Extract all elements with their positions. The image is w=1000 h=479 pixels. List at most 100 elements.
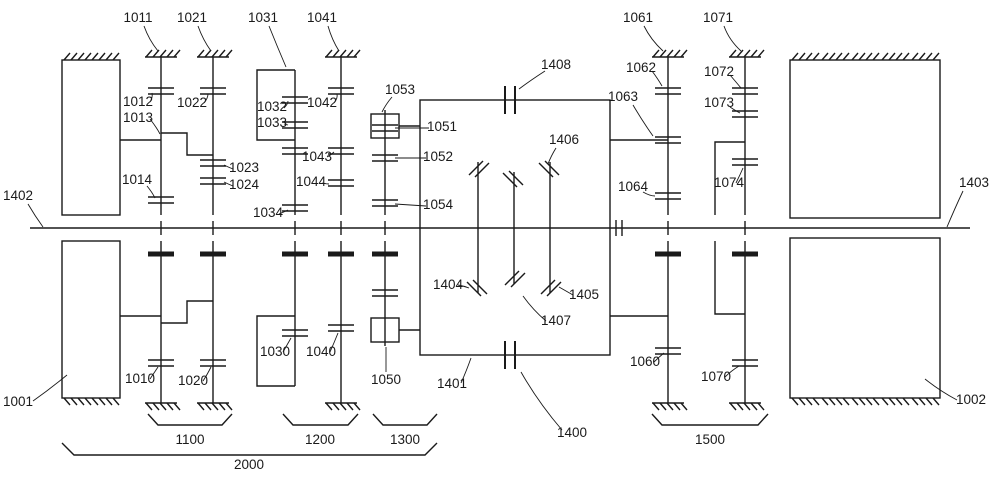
label-1401: 1401 — [437, 376, 467, 391]
label-1022: 1022 — [177, 95, 207, 110]
label-1053: 1053 — [385, 82, 415, 97]
leader-line — [547, 147, 557, 165]
leader-line — [643, 25, 664, 52]
leader-line — [735, 167, 744, 184]
label-1406: 1406 — [549, 132, 579, 147]
leader-line — [203, 93, 209, 104]
leader-line — [149, 118, 161, 135]
label-1020: 1020 — [178, 373, 208, 388]
label-1402: 1402 — [3, 188, 33, 203]
label-1200: 1200 — [305, 432, 335, 447]
step-connector — [161, 300, 213, 324]
bracket-1300 — [372, 413, 438, 426]
gearbox-assembly — [419, 85, 611, 370]
label-1024: 1024 — [229, 177, 260, 192]
label-1032: 1032 — [257, 99, 287, 114]
label-1034: 1034 — [253, 205, 284, 220]
label-1064: 1064 — [618, 179, 649, 194]
label-1011: 1011 — [123, 10, 152, 25]
leader-line — [202, 366, 212, 382]
right-machine-upper-half — [789, 59, 941, 219]
leader-line — [149, 366, 159, 380]
connectors — [120, 69, 745, 387]
label-1407: 1407 — [541, 313, 571, 328]
label-1001: 1001 — [3, 394, 33, 409]
right-machine-lower-half — [789, 237, 941, 399]
leader-line — [924, 378, 958, 401]
label-1050: 1050 — [371, 372, 401, 387]
label-1404: 1404 — [433, 277, 464, 292]
leader-lines — [27, 25, 964, 431]
sleeve-outline — [256, 69, 295, 141]
leader-line — [558, 286, 574, 296]
sleeve-outline — [256, 315, 295, 387]
label-1030: 1030 — [260, 344, 290, 359]
label-1014: 1014 — [122, 172, 153, 187]
label-1010: 1010 — [125, 371, 155, 386]
leader-line — [326, 151, 335, 158]
label-1044: 1044 — [296, 174, 327, 189]
label-1071: 1071 — [703, 10, 733, 25]
machine-boxes — [61, 59, 941, 399]
bracket-1200 — [282, 413, 359, 426]
leader-line — [394, 203, 427, 207]
leader-line — [321, 182, 330, 185]
leader-line — [653, 352, 665, 363]
leader-line — [327, 25, 340, 52]
label-1070: 1070 — [701, 369, 731, 384]
label-2000: 2000 — [234, 457, 264, 472]
label-1042: 1042 — [307, 95, 337, 110]
leader-line — [329, 332, 339, 353]
label-1073: 1073 — [704, 95, 734, 110]
leader-line — [32, 374, 68, 402]
leader-line — [518, 70, 546, 90]
leader-line — [724, 365, 740, 378]
label-1100: 1100 — [175, 432, 204, 447]
label-1405: 1405 — [569, 287, 599, 302]
label-1400: 1400 — [557, 425, 587, 440]
label-1500: 1500 — [695, 432, 725, 447]
label-1403: 1403 — [959, 175, 989, 190]
leader-line — [723, 25, 742, 52]
label-1021: 1021 — [177, 10, 207, 25]
label-1063: 1063 — [608, 89, 638, 104]
leader-line — [460, 357, 472, 384]
gear-shafts — [160, 57, 746, 403]
reference-labels: 1011 1021 1031 1041 1061 1071 1012 1013 … — [3, 10, 989, 472]
label-1300: 1300 — [390, 432, 420, 447]
label-1012: 1012 — [123, 94, 153, 109]
label-1051: 1051 — [427, 119, 457, 134]
leader-line — [651, 70, 663, 87]
leader-line — [278, 209, 289, 215]
left-machine-upper-half — [61, 59, 121, 216]
leader-line — [729, 74, 742, 89]
label-1054: 1054 — [423, 197, 454, 212]
group-brackets — [61, 413, 769, 456]
label-1002: 1002 — [956, 392, 986, 407]
leader-line — [282, 337, 292, 353]
bracket-1500 — [651, 413, 769, 426]
label-1408: 1408 — [541, 57, 571, 72]
label-1043: 1043 — [302, 149, 332, 164]
leader-line — [632, 104, 654, 137]
bracket-1100 — [147, 413, 233, 426]
leader-line — [283, 123, 289, 126]
label-1061: 1061 — [623, 10, 653, 25]
leader-line — [520, 371, 563, 431]
line-art — [27, 25, 970, 456]
leader-line — [149, 92, 153, 103]
label-1062: 1062 — [626, 60, 656, 75]
leader-line — [729, 106, 741, 114]
label-1033: 1033 — [257, 115, 287, 130]
leader-line — [333, 93, 338, 104]
label-1072: 1072 — [704, 64, 734, 79]
step-connector — [714, 141, 745, 215]
leader-line — [223, 181, 234, 187]
leader-line — [197, 25, 212, 52]
step-connector — [714, 241, 745, 315]
leader-line — [642, 191, 656, 197]
label-1052: 1052 — [423, 149, 453, 164]
